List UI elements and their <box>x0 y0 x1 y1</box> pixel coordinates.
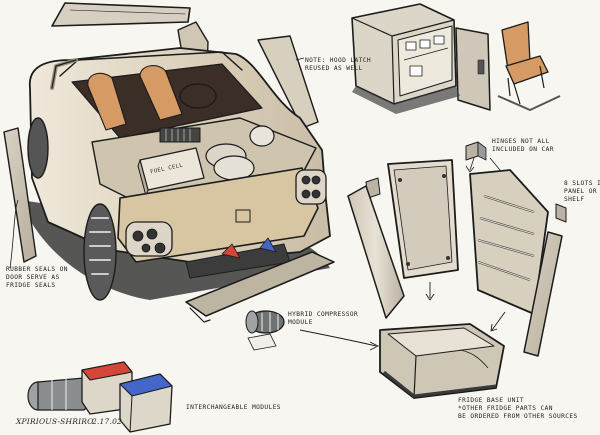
vehicle-sketch <box>3 2 335 323</box>
artist-signature: XPIRIOUS-SHRIRO <box>16 417 94 426</box>
right-seat <box>139 65 183 121</box>
note-hood-latch: NOTE: HOOD LATCH REUSED AS WELL <box>305 57 372 72</box>
removed-door <box>3 127 37 263</box>
sketch-date: 2.17.02 <box>92 417 123 426</box>
fridge-back-panel <box>347 185 405 319</box>
rear-wheel <box>27 117 49 179</box>
note-hinges: HINGES NOT ALL INCLUDED ON CAR <box>492 138 554 153</box>
exploded-fridge-parts <box>347 141 567 399</box>
fridge-cabinet-sketch <box>351 3 491 114</box>
steering-wheel <box>179 83 217 109</box>
fridge-shelf-door <box>469 169 549 315</box>
slide-out-tray <box>185 251 335 317</box>
front-wheel <box>83 203 117 301</box>
note-rubber-seals: RUBBER SEALS ON DOOR SERVE AS FRIDGE SEA… <box>6 266 68 289</box>
raised-door <box>257 35 319 129</box>
left-seat <box>87 72 127 131</box>
right-headlights <box>295 169 327 205</box>
note-slots: 8 SLOTS IN PANEL OR SHELF <box>564 180 600 203</box>
note-interchangeable-modules: INTERCHANGEABLE MODULES <box>186 404 281 411</box>
hood-panel <box>51 2 191 27</box>
fridge-door <box>455 27 491 111</box>
leader-lines <box>9 57 489 369</box>
interchangeable-modules-sketch <box>27 361 173 433</box>
left-headlights <box>125 221 173 257</box>
seat-sketch <box>497 21 561 111</box>
note-fridge-base: FRIDGE BASE UNIT *OTHER FRIDGE PARTS CAN… <box>458 397 578 420</box>
compressor-module-sketch <box>245 310 380 351</box>
fridge-side-panel <box>523 231 563 357</box>
note-compressor: HYBRID COMPRESSOR MODULE <box>288 311 359 326</box>
